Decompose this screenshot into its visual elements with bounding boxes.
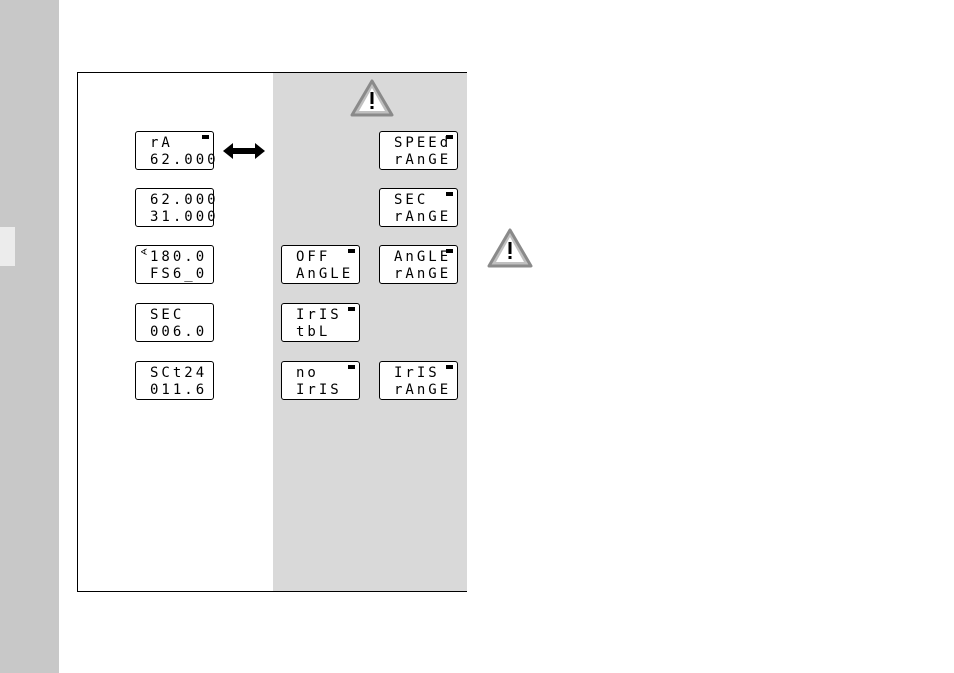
lcd-flag-indicator — [446, 365, 453, 369]
lcd-line-2: FS6_0 — [150, 267, 207, 281]
lcd-line-1: SEC — [394, 193, 428, 207]
lcd-display: IrIS tbL — [281, 303, 360, 342]
lcd-line-1: OFF — [296, 250, 330, 264]
lcd-line-2: rAnGE — [394, 383, 451, 397]
lcd-line-2: rAnGE — [394, 267, 451, 281]
lcd-display: SCt24 011.6 — [135, 361, 214, 400]
display-diagram-frame: rA 62.000 62.000 31.000 ∢ 180.0 FS6_0 SE… — [77, 72, 467, 592]
lcd-flag-indicator — [348, 307, 355, 311]
lcd-flag-indicator — [348, 249, 355, 253]
lcd-flag-indicator — [202, 135, 209, 139]
lcd-display: SPEEd rAnGE — [379, 131, 458, 170]
lcd-display: 62.000 31.000 — [135, 188, 214, 227]
lcd-line-2: 006.0 — [150, 325, 207, 339]
lcd-flag-indicator — [446, 249, 453, 253]
double-arrow-icon — [223, 142, 265, 160]
lcd-line-2: tbL — [296, 325, 330, 339]
lcd-display: no IrIS — [281, 361, 360, 400]
lcd-line-2: rAnGE — [394, 210, 451, 224]
page-tab-marker — [0, 227, 15, 266]
lcd-display: IrIS rAnGE — [379, 361, 458, 400]
warning-triangle-icon — [350, 79, 394, 117]
lcd-line-1: IrIS — [394, 366, 440, 380]
lcd-line-2: IrIS — [296, 383, 342, 397]
lcd-line-1: SCt24 — [150, 366, 207, 380]
lcd-display: rA 62.000 — [135, 131, 214, 170]
lcd-line-1: AnGLE — [394, 250, 451, 264]
angle-symbol: ∢ — [140, 249, 148, 258]
lcd-line-1: SEC — [150, 308, 184, 322]
lcd-line-2: rAnGE — [394, 153, 451, 167]
lcd-line-2: 62.000 — [150, 153, 219, 167]
lcd-line-2: 011.6 — [150, 383, 207, 397]
page-side-margin — [0, 0, 59, 673]
lcd-line-1: IrIS — [296, 308, 342, 322]
lcd-display: OFF AnGLE — [281, 245, 360, 284]
lcd-display: SEC 006.0 — [135, 303, 214, 342]
lcd-flag-indicator — [348, 365, 355, 369]
lcd-line-1: no — [296, 366, 319, 380]
lcd-display: AnGLE rAnGE — [379, 245, 458, 284]
lcd-line-2: 31.000 — [150, 210, 219, 224]
lcd-line-1: SPEEd — [394, 136, 451, 150]
warning-triangle-icon — [487, 228, 533, 268]
lcd-flag-indicator — [446, 135, 453, 139]
lcd-line-1: 180.0 — [150, 250, 207, 264]
lcd-line-2: AnGLE — [296, 267, 353, 281]
lcd-flag-indicator — [446, 192, 453, 196]
lcd-line-1: 62.000 — [150, 193, 219, 207]
lcd-display: SEC rAnGE — [379, 188, 458, 227]
lcd-display: ∢ 180.0 FS6_0 — [135, 245, 214, 284]
lcd-line-1: rA — [150, 136, 173, 150]
